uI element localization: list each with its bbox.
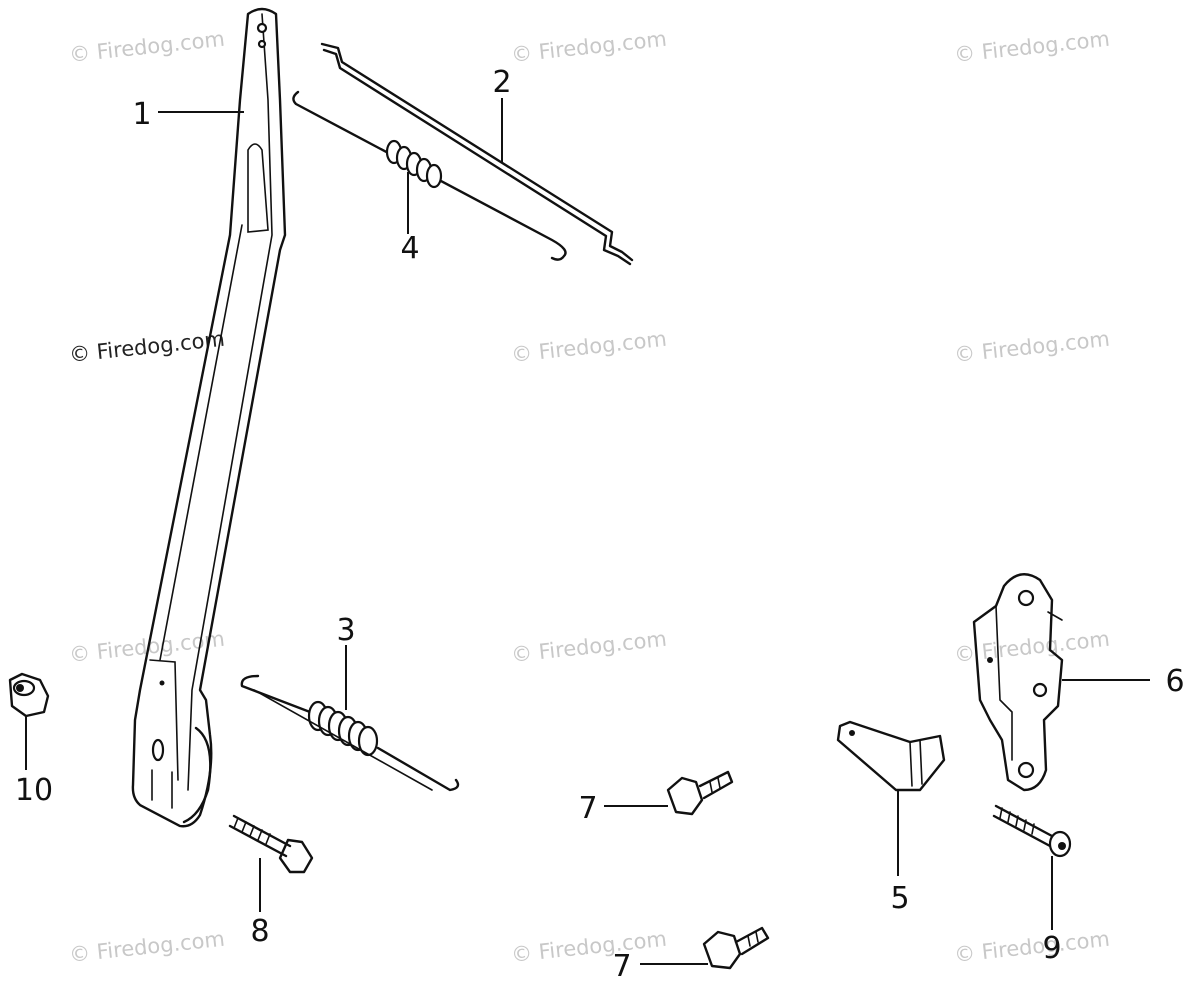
watermark: © Firedog.com [68, 927, 226, 967]
leader-lines [25, 98, 1150, 965]
watermark: © Firedog.com [510, 927, 668, 967]
watermark: © Firedog.com [953, 27, 1111, 67]
callouts: 1 2 3 4 5 6 7 7 8 9 10 [15, 65, 1185, 984]
callout-4: 4 [400, 231, 419, 266]
part-7-bolt-upper [666, 770, 734, 816]
part-5-bracket [836, 720, 946, 792]
part-2-rod [320, 42, 634, 266]
part-6-plate [972, 573, 1064, 792]
watermark: © Firedog.com [510, 627, 668, 667]
part-1-arm [131, 7, 287, 828]
callout-2: 2 [492, 65, 511, 100]
callout-9: 9 [1042, 931, 1061, 966]
callout-8: 8 [250, 914, 269, 949]
watermark: © Firedog.com [510, 327, 668, 367]
callout-10: 10 [15, 773, 53, 808]
callout-7-lower: 7 [612, 949, 631, 984]
watermark: © Firedog.com [510, 27, 668, 67]
part-7-bolt-lower [702, 926, 770, 970]
callout-5: 5 [890, 881, 909, 916]
part-8-bolt [228, 814, 314, 874]
watermark: © Firedog.com [68, 27, 226, 67]
callout-3: 3 [336, 613, 355, 648]
part-10-nut [8, 672, 50, 718]
callout-7-upper: 7 [578, 791, 597, 826]
watermark: © Firedog.com [68, 327, 226, 367]
part-4-spring-rod [292, 90, 567, 261]
watermark: © Firedog.com [953, 927, 1111, 967]
watermark: © Firedog.com [953, 327, 1111, 367]
part-9-screw [992, 804, 1072, 858]
callout-1: 1 [132, 97, 151, 132]
callout-6: 6 [1165, 664, 1184, 699]
part-3-spring [240, 674, 460, 792]
